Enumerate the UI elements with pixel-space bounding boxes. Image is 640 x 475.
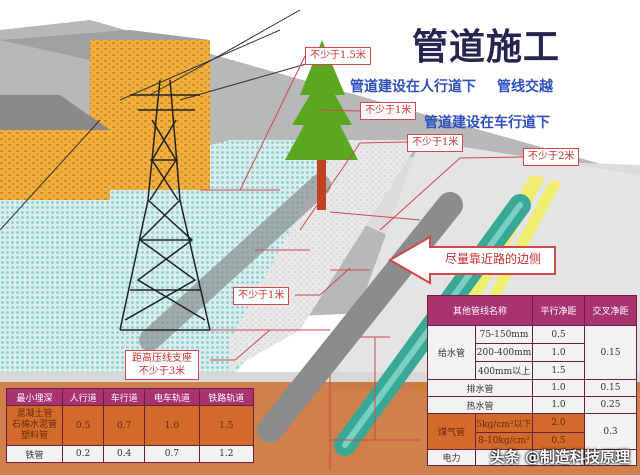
table-cell: 0.4 — [103, 445, 146, 463]
pipe-gray-back — [139, 174, 331, 351]
power-tower — [119, 79, 211, 331]
table-cell: 1.5 — [532, 361, 585, 380]
label-line: 距高压线支座 — [132, 353, 192, 364]
arrow-shape — [387, 235, 556, 285]
label-distance-2m: 不少于2米 — [523, 148, 580, 166]
table-cell: 给水管 — [427, 325, 476, 380]
table-cell: 0.5 — [61, 405, 105, 446]
table-cell: 0.15 — [584, 325, 637, 380]
table-cell: 热水管 — [427, 396, 533, 414]
table-cell: 1.0 — [532, 343, 585, 362]
table-cell: 5kg/cm²以下 — [475, 413, 533, 433]
table-cell: 0.5 — [532, 432, 585, 450]
label-tower-distance: 距高压线支座 不少于3米 — [125, 350, 199, 380]
label-distance-1m: 不少于1米 — [407, 134, 464, 152]
label-line: 不少于3米 — [138, 366, 186, 377]
table-cell — [475, 449, 533, 466]
table-cell: 1.0 — [144, 405, 200, 446]
table-cell: 铁管 — [6, 445, 63, 463]
header-cell: 电车轨道 — [144, 388, 200, 406]
table-cell: 1.0 — [532, 396, 585, 414]
table-cell: 200-400mm — [475, 343, 533, 362]
header-cell: 交叉净距 — [584, 295, 637, 326]
tree-trunk — [317, 155, 326, 210]
table-cell: 0.25 — [584, 396, 637, 414]
header-cell: 其他管线名称 — [427, 295, 533, 326]
subtitle-roadway: 管道建设在车行道下 — [424, 115, 550, 131]
table-cell: 排水管 — [427, 379, 533, 397]
label-distance-1m: 不少于1米 — [360, 102, 417, 120]
table-cell: 1.2 — [198, 445, 255, 463]
arrow-label: 尽量靠近路的边侧 — [445, 252, 542, 266]
tree — [285, 40, 358, 160]
page-title: 管道施工 — [412, 26, 561, 68]
table-cell: 混凝土管 石棉水泥管 塑料管 — [6, 405, 63, 446]
table-cell: 400mm以上 — [475, 361, 533, 380]
header-cell: 平行净距 — [532, 295, 585, 326]
subtitle-crossing: 管线交越 — [497, 79, 553, 95]
label-distance-1m: 不少于1米 — [233, 287, 290, 305]
table-cell: 1.0 — [532, 379, 585, 397]
table-cell: 0.5 — [532, 325, 585, 344]
header-cell: 车行道 — [103, 388, 146, 406]
table-cell: 电力 — [427, 449, 476, 466]
header-cell: 人行道 — [61, 388, 105, 406]
table-cell: 1.5 — [198, 405, 255, 446]
label-distance-1-5m: 不少于1.5米 — [305, 47, 371, 65]
table-cell: 0.7 — [144, 445, 200, 463]
curb-strip — [230, 140, 420, 370]
table-cell: 2.0 — [532, 413, 585, 433]
table-cell — [584, 449, 637, 466]
header-cell: 铁路轨道 — [198, 388, 255, 406]
table-cell: 煤气管 — [427, 413, 476, 450]
table-cell — [532, 449, 585, 466]
table-cell: 0.15 — [584, 379, 637, 397]
table-cell: 0.3 — [584, 413, 637, 450]
table-cell: 0.7 — [103, 405, 146, 446]
header-cell: 最小埋深 — [6, 388, 63, 406]
watermark: 头条 @制造科技原理 — [489, 448, 630, 466]
table-cell: 0.2 — [61, 445, 105, 463]
subtitle-sidewalk: 管道建设在人行道下 — [350, 79, 476, 95]
table-cell: 75-150mm — [475, 325, 533, 344]
